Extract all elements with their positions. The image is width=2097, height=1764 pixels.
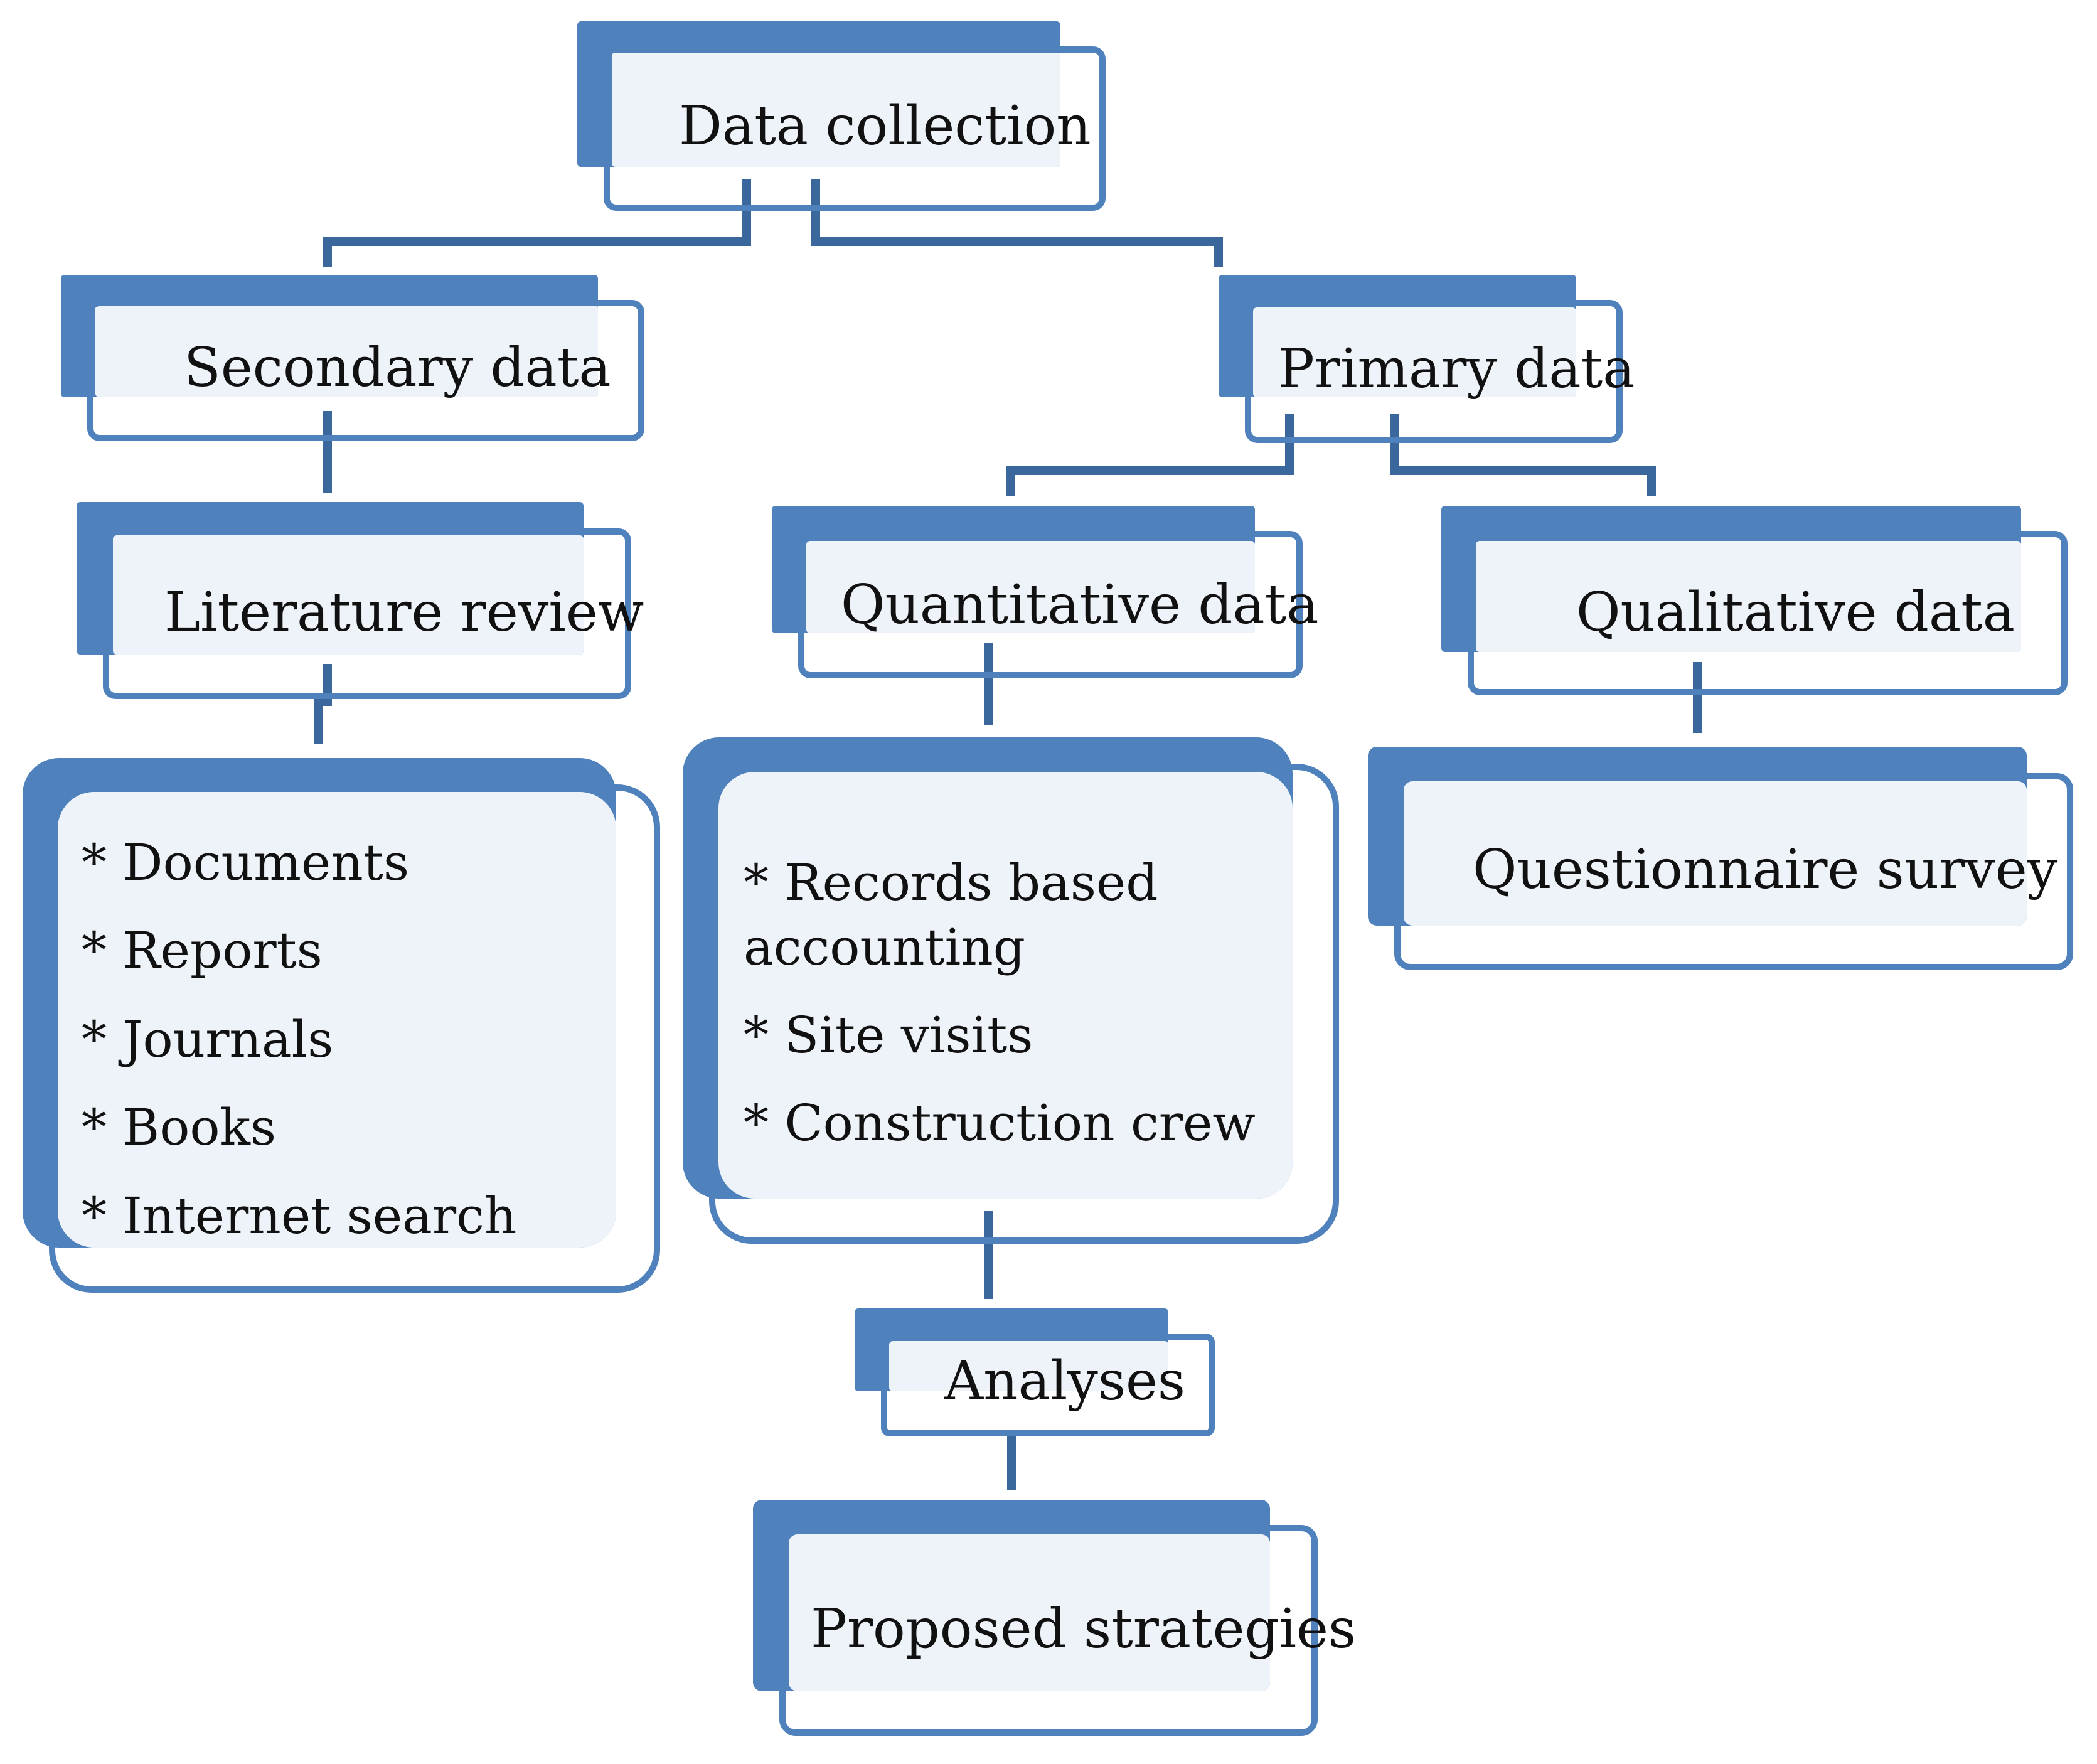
label-proposed-strategies: Proposed strategies [811, 1598, 1357, 1660]
label-data-collection: Data collection [679, 95, 1091, 158]
source-books: * Books [82, 1098, 277, 1157]
source-reports: * Reports [82, 921, 323, 980]
item-records-based: * Records based [744, 853, 1158, 912]
source-journals: * Journals [82, 1010, 334, 1069]
label-analyses: Analyses [944, 1350, 1186, 1413]
label-primary-data: Primary data [1278, 338, 1635, 400]
label-qualitative-data: Qualitative data [1576, 581, 2015, 644]
label-questionnaire-survey: Questionnaire survey [1473, 838, 2058, 901]
item-construction-crew: * Construction crew [744, 1094, 1256, 1152]
connector-literature-sources [314, 664, 332, 744]
source-internet-search: * Internet search [82, 1187, 517, 1245]
source-documents: * Documents [82, 833, 409, 892]
label-literature-review: Literature review [164, 581, 644, 644]
item-accounting: accounting [744, 918, 1025, 976]
label-secondary-data: Secondary data [184, 336, 611, 399]
item-site-visits: * Site visits [744, 1006, 1033, 1064]
label-quantitative-data: Quantitative data [841, 574, 1319, 636]
